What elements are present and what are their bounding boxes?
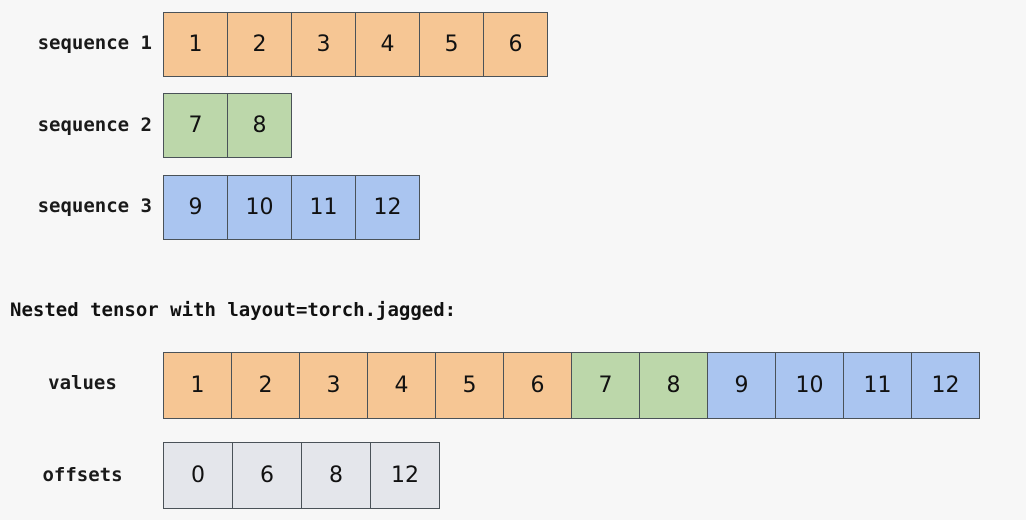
values-label: values	[48, 372, 117, 394]
cell: 12	[911, 352, 980, 419]
cell: 6	[232, 442, 302, 509]
cell: 12	[370, 442, 440, 509]
cell: 5	[419, 12, 484, 77]
cell: 6	[503, 352, 572, 419]
cell: 1	[163, 12, 228, 77]
sequence-2-label: sequence 2	[37, 114, 152, 136]
cell: 8	[227, 93, 292, 158]
jagged-layout-heading: Nested tensor with layout=torch.jagged:	[10, 299, 457, 321]
cell: 8	[301, 442, 371, 509]
cell: 10	[775, 352, 844, 419]
cell: 4	[367, 352, 436, 419]
sequence-3-label: sequence 3	[37, 195, 152, 217]
cell: 1	[163, 352, 232, 419]
cell: 6	[483, 12, 548, 77]
cell: 8	[639, 352, 708, 419]
cell: 11	[291, 175, 356, 240]
sequence-1-label: sequence 1	[37, 32, 152, 54]
cell: 2	[231, 352, 300, 419]
cell: 12	[355, 175, 420, 240]
cell: 7	[571, 352, 640, 419]
cell: 7	[163, 93, 228, 158]
offsets-label: offsets	[42, 464, 123, 486]
cell: 3	[299, 352, 368, 419]
cell: 10	[227, 175, 292, 240]
cell: 3	[291, 12, 356, 77]
cell: 9	[707, 352, 776, 419]
cell: 9	[163, 175, 228, 240]
cell: 2	[227, 12, 292, 77]
cell: 11	[843, 352, 912, 419]
cell: 4	[355, 12, 420, 77]
cell: 0	[163, 442, 233, 509]
cell: 5	[435, 352, 504, 419]
